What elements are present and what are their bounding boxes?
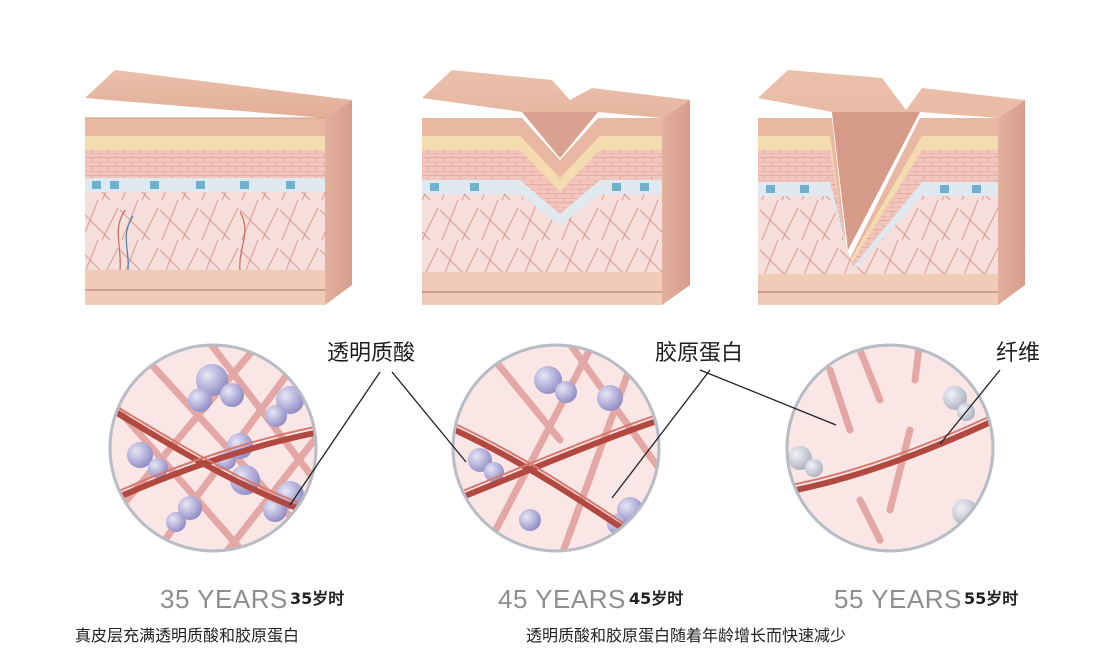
label-hyaluronic-acid: 透明质酸 [327, 341, 416, 366]
stage-years-35: 35 YEARS [160, 584, 288, 614]
stage-age-cn-35: 35岁时 [290, 589, 345, 608]
label-fiber: 纤维 [996, 341, 1041, 366]
stage-years-45: 45 YEARS [498, 584, 626, 614]
skin-block-55 [758, 70, 1025, 305]
magnified-dermis-55 [785, 343, 995, 553]
skin-block-45 [422, 70, 690, 305]
caption-left: 真皮层充满透明质酸和胶原蛋白 [75, 626, 300, 645]
caption-right: 透明质酸和胶原蛋白随着年龄增长而快速减少 [526, 626, 847, 645]
magnified-dermis-45 [451, 343, 661, 553]
leader-lines [289, 369, 1001, 506]
magnified-dermis-35 [108, 343, 318, 553]
stage-age-cn-45: 45岁时 [629, 589, 684, 608]
skin-block-35 [85, 70, 352, 305]
stage-years-55: 55 YEARS [834, 584, 962, 614]
stage-age-cn-55: 55岁时 [964, 589, 1019, 608]
label-collagen: 胶原蛋白 [655, 341, 744, 366]
